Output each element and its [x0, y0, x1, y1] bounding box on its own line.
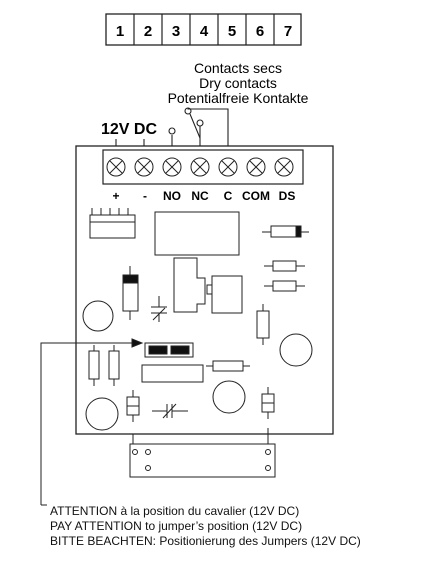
- resistor-horizontal-small: [206, 360, 250, 372]
- jumper-callout-line: [40, 338, 144, 506]
- terminal-label-plus: +: [112, 189, 119, 203]
- supply-voltage-label: 12V DC: [101, 121, 157, 138]
- contacts-label-de: Potentialfreie Kontakte: [168, 90, 309, 106]
- resistor-left-1: [88, 345, 100, 386]
- resistor-right-2: [264, 280, 305, 292]
- pcb-components: [82, 208, 313, 431]
- voltage-regulator: [89, 208, 136, 239]
- resistor-left-2: [108, 345, 120, 386]
- capacitor-round-mid: [212, 380, 246, 414]
- relay: [154, 211, 240, 256]
- terminal-label-nc: NC: [191, 189, 209, 203]
- note-de: BITTE BEACHTEN: Positionierung des Jumpe…: [50, 534, 361, 548]
- capacitor-symbol: [151, 296, 167, 322]
- note-fr: ATTENTION à la position du cavalier (12V…: [50, 504, 300, 518]
- terminal-label-com: COM: [242, 189, 270, 203]
- terminal-number-4: 4: [200, 23, 209, 40]
- resistor-right-1: [264, 260, 305, 272]
- terminal-number-5: 5: [228, 23, 236, 40]
- terminal-label-no: NO: [163, 189, 181, 203]
- rectifier-diode: [122, 266, 139, 320]
- terminal-label-c: C: [224, 189, 233, 203]
- mounting-bracket: [129, 428, 276, 478]
- terminal-label-minus: -: [143, 189, 147, 203]
- resistor-vertical: [256, 304, 270, 345]
- capacitor-round-bottom-left: [85, 397, 119, 431]
- optocoupler: [173, 257, 206, 313]
- terminal-label-ds: DS: [279, 189, 296, 203]
- capacitor-round-right: [279, 333, 313, 367]
- resistor-array: [141, 364, 204, 383]
- capacitor-bottom: [152, 403, 188, 419]
- terminal-labels: + - NO NC C COM DS: [112, 189, 295, 203]
- jumper: [144, 342, 194, 358]
- terminal-number-2: 2: [144, 23, 152, 40]
- diode-bottom-left: [126, 390, 140, 422]
- ic-notch: [206, 284, 213, 295]
- note-en: PAY ATTENTION to jumper’s position (12V …: [50, 519, 303, 533]
- terminal-number-6: 6: [256, 23, 264, 40]
- terminal-block: [102, 149, 304, 185]
- contact-switch-symbol: [168, 107, 229, 150]
- diode-bottom-right: [261, 387, 275, 419]
- terminal-number-7: 7: [284, 23, 292, 40]
- terminal-number-3: 3: [172, 23, 180, 40]
- contacts-label-en: Dry contacts: [199, 75, 277, 91]
- capacitor-round-left: [82, 300, 114, 332]
- contacts-label-fr: Contacts secs: [194, 60, 282, 76]
- dry-contacts-label: Contacts secs Dry contacts Potentialfrei…: [168, 60, 309, 106]
- terminal-number-strip: 1 2 3 4 5 6 7: [105, 13, 302, 46]
- terminal-number-1: 1: [116, 23, 124, 40]
- diode-top-right: [262, 225, 309, 238]
